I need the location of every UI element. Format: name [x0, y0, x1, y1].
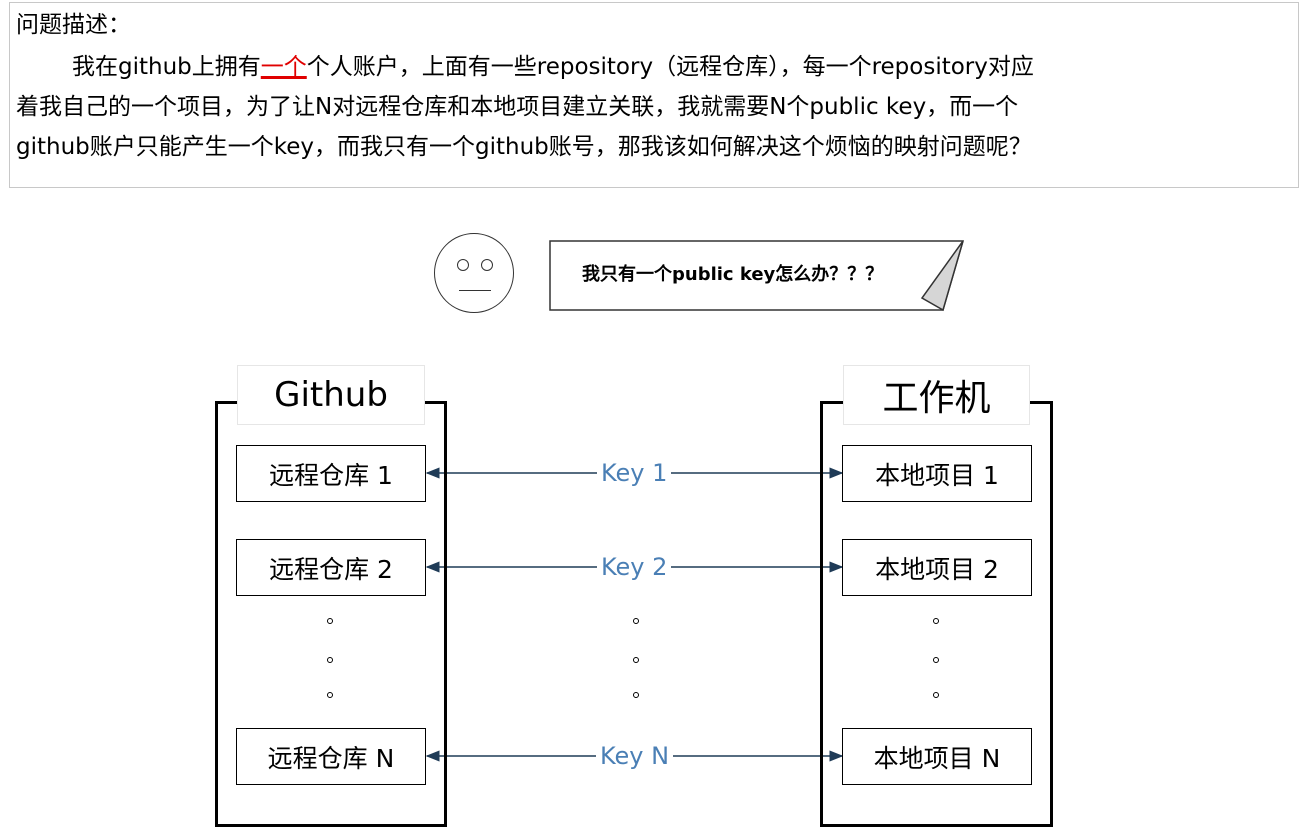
- speech-bubble-text: 我只有一个public key怎么办？？？: [582, 264, 884, 285]
- remote-repo-1: 远程仓库 1: [236, 445, 426, 502]
- local-project-n: 本地项目 N: [842, 728, 1032, 785]
- ellipsis-dot: [327, 618, 333, 624]
- right-eye: [481, 259, 493, 271]
- ellipsis-dot: [633, 618, 639, 624]
- mouth: [459, 290, 491, 291]
- ellipsis-dot: [933, 618, 939, 624]
- key-1-label: Key 1: [597, 458, 672, 488]
- description-line-1-start: 我在github上拥有: [72, 54, 261, 80]
- left-eye: [457, 259, 469, 271]
- description-panel: [9, 2, 1299, 188]
- local-project-2: 本地项目 2: [842, 539, 1032, 596]
- remote-repo-2: 远程仓库 2: [236, 539, 426, 596]
- description-heading: 问题描述：: [16, 12, 131, 38]
- description-line-1-end: 个人账户，上面有一些repository（远程仓库），每一个repository…: [306, 54, 1034, 80]
- description-highlight: 一个: [260, 54, 307, 80]
- description-line-3: github账户只能产生一个key，而我只有一个github账号，那我该如何解决…: [16, 134, 1032, 160]
- speech-bubble-fold: [920, 240, 964, 312]
- remote-repo-n: 远程仓库 N: [236, 728, 426, 785]
- neutral-face-icon: [434, 233, 514, 313]
- key-2-label: Key 2: [597, 552, 672, 582]
- ellipsis-dot: [633, 692, 639, 698]
- description-line-1: 我在github上拥有一个个人账户，上面有一些repository（远程仓库），…: [72, 52, 1034, 82]
- key-n-label: Key N: [596, 741, 674, 771]
- ellipsis-dot: [327, 692, 333, 698]
- github-title: Github: [237, 365, 425, 425]
- ellipsis-dot: [327, 657, 333, 663]
- ellipsis-dot: [933, 692, 939, 698]
- ellipsis-dot: [933, 657, 939, 663]
- description-line-2: 着我自己的一个项目，为了让N对远程仓库和本地项目建立关联，我就需要N个publi…: [16, 94, 1019, 120]
- local-project-1: 本地项目 1: [842, 445, 1032, 502]
- workstation-title: 工作机: [843, 365, 1030, 425]
- ellipsis-dot: [633, 657, 639, 663]
